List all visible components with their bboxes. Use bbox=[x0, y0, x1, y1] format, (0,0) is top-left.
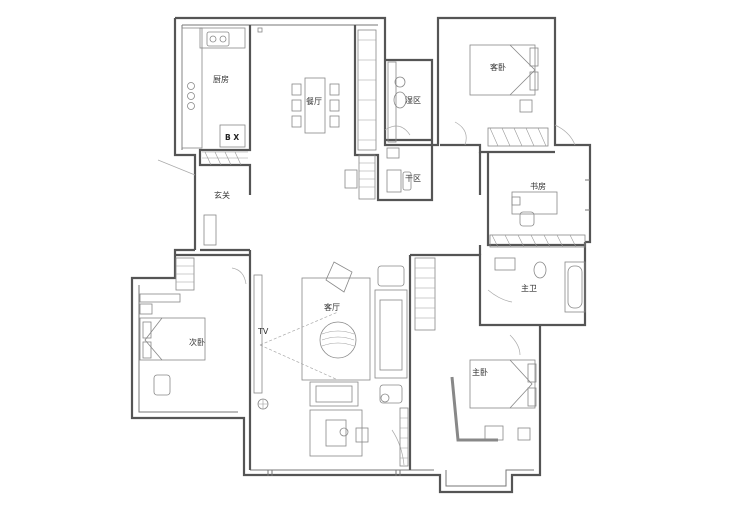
room-label-guest-bedroom: 客卧 bbox=[490, 62, 506, 72]
room-label-wet-area: 湿区 bbox=[405, 96, 421, 105]
entrance-area: 玄关 bbox=[157, 159, 230, 246]
windows bbox=[267, 179, 590, 487]
guest-bedroom-area: 客卧 bbox=[454, 44, 576, 147]
study-area: 书房 bbox=[489, 181, 586, 248]
room-label-second-bedroom: 次卧 bbox=[189, 337, 205, 347]
room-label-study: 书房 bbox=[530, 181, 546, 191]
room-label-master-bedroom: 主卧 bbox=[472, 367, 488, 377]
master-bath-area: 主卫 bbox=[487, 257, 586, 313]
room-label-living-room: 客厅 bbox=[324, 302, 340, 312]
kitchen-area: B X 厨房 bbox=[181, 27, 248, 166]
room-label-kitchen: 厨房 bbox=[213, 74, 229, 84]
room-label-dry-area: 干区 bbox=[405, 174, 421, 183]
room-label-entrance: 玄关 bbox=[214, 190, 230, 200]
interior-walls bbox=[175, 25, 585, 470]
room-label-master-bath: 主卫 bbox=[521, 283, 537, 293]
dining-area: 餐厅 bbox=[257, 27, 377, 200]
room-label-dining: 餐厅 bbox=[306, 97, 322, 106]
tv-label: TV bbox=[257, 327, 269, 336]
second-bedroom-area: 次卧 bbox=[139, 257, 247, 396]
master-bedroom-area: 主卧 bbox=[414, 257, 537, 442]
bx-label: B X bbox=[225, 133, 239, 142]
bathroom-wet-dry: 湿区 干区 bbox=[384, 61, 421, 193]
living-room-area: TV 客厅 bbox=[253, 261, 409, 467]
